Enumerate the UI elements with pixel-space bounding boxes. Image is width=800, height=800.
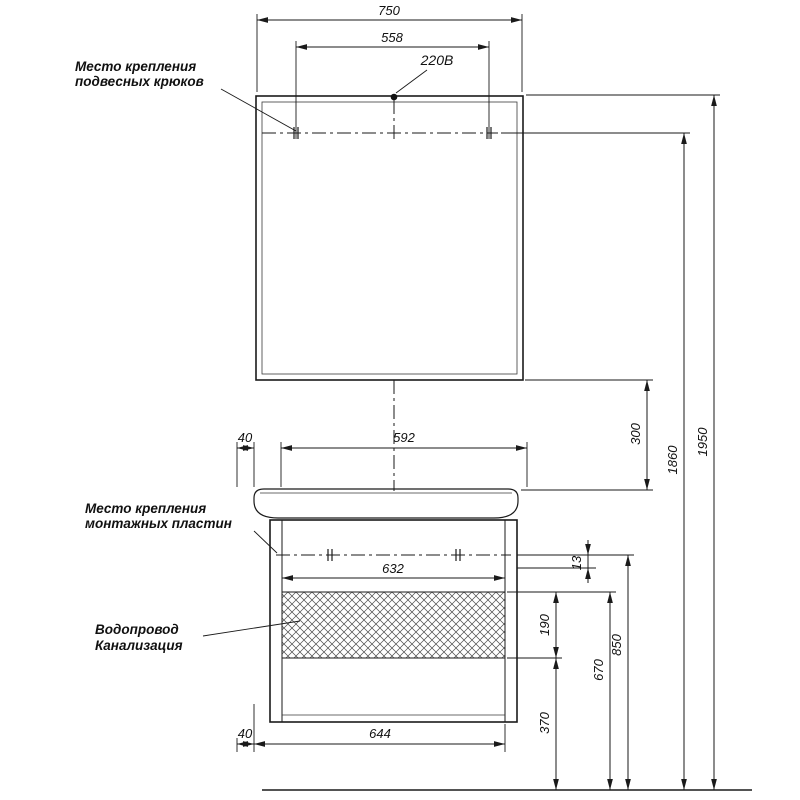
label-hooks: Место крепления подвесных крюков [75,59,297,132]
annotation-text: монтажных пластин [85,516,232,531]
dim-value: 632 [382,561,404,576]
dim-bottom-offset-left: 40 [236,704,255,752]
annotation-text: Канализация [95,638,183,653]
dim-value: 40 [238,430,253,445]
plumbing-zone-hatch [281,591,506,659]
label-plumbing: Водопровод Канализация [95,620,301,653]
outlet-point [390,93,398,101]
dim-cabinet-inner-width: 632 [282,561,505,581]
dim-mirror-to-basin: 300 [521,379,653,491]
mirror-outline [255,95,524,381]
dim-value: 670 [591,658,606,680]
cabinet-outline [269,519,518,723]
annotation-text: Водопровод [95,622,179,637]
dim-value: 13 [569,555,584,570]
dim-top-offset-left: 40 [236,430,255,487]
washbasin [253,488,519,519]
annotation-text: 220В [420,52,454,68]
dim-value: 190 [537,613,552,635]
label-outlet: 220В [395,52,454,94]
mirror-inner-frame [261,101,518,375]
dim-hooks-span: 558 [295,30,490,139]
dim-value: 750 [378,3,400,18]
dim-value: 370 [537,711,552,733]
dim-value: 850 [609,633,624,655]
leader-line [220,88,297,132]
dim-value: 40 [238,726,253,741]
washbasin-outline [253,488,519,519]
dim-value: 1950 [695,427,710,457]
annotation-text: Место крепления [75,59,196,74]
dim-value: 558 [381,30,403,45]
dim-value: 300 [628,422,643,444]
plumbing-zone [281,591,506,659]
mirror [255,93,524,491]
leader-line [253,530,278,554]
leader-line [395,69,428,94]
dim-plate-offset: 13 [517,540,596,583]
dim-value: 1860 [665,445,680,475]
annotation-text: подвесных крюков [75,74,204,89]
dim-floor-to-hooks: 1860 [501,132,690,791]
dim-mount-span: 592 [280,430,528,487]
dim-floor-to-mirror-top: 1950 [526,94,720,791]
leader-line [202,620,301,637]
dim-value: 644 [369,726,391,741]
label-mounting-plates: Место крепления монтажных пластин [85,501,278,554]
dim-zone-to-floor: 370 [537,657,559,791]
dim-zone-height: 190 [507,591,616,659]
annotation-text: Место крепления [85,501,206,516]
dim-floor-to-zone: 670 [591,591,613,791]
dim-mirror-width: 750 [256,3,523,92]
dim-value: 592 [393,430,415,445]
dim-floor-to-plates: 850 [517,554,634,791]
dim-cabinet-width: 644 [254,724,506,752]
